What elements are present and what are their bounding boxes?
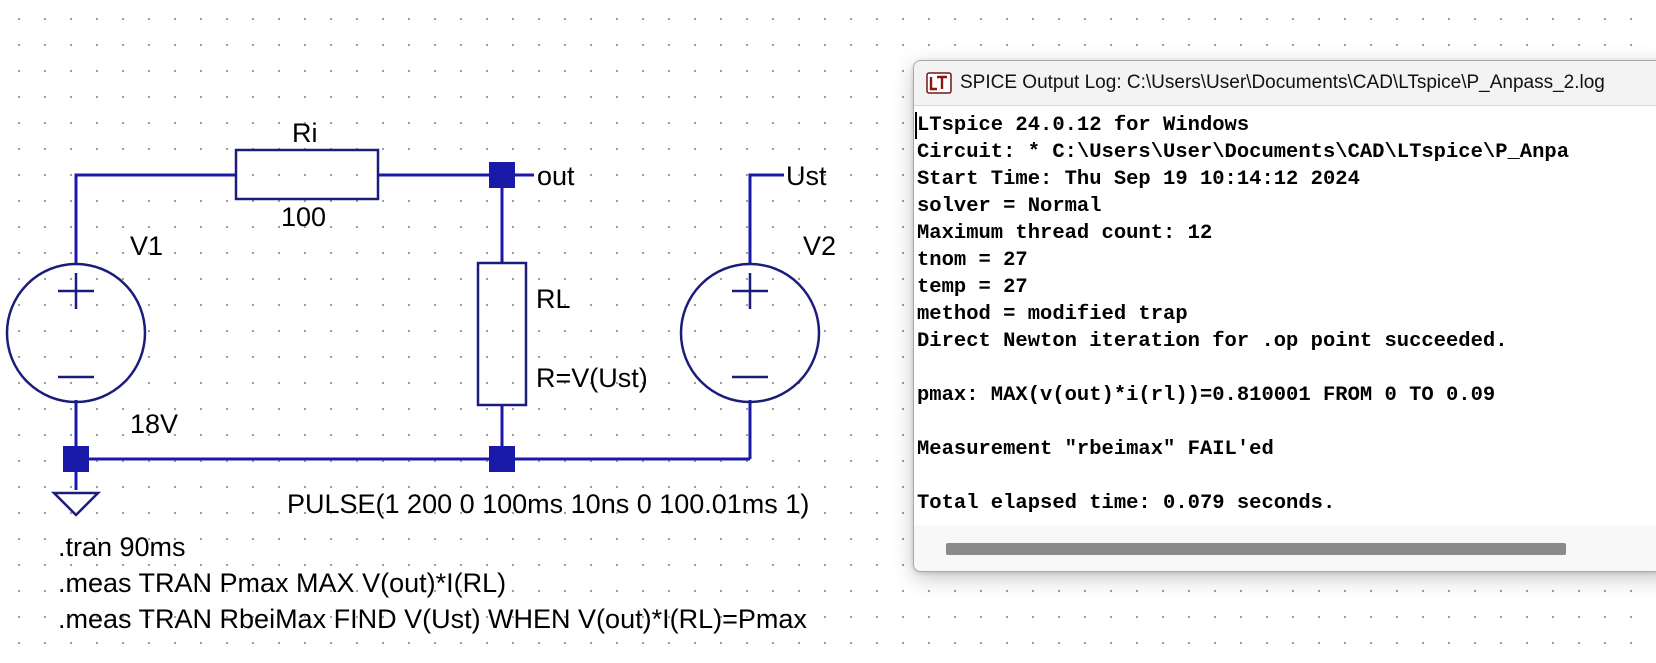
log-line[interactable]: tnom = 27 bbox=[917, 249, 1028, 272]
net-label-ust[interactable]: Ust bbox=[786, 161, 827, 191]
wire-v1-to-ri[interactable] bbox=[74, 173, 236, 264]
node-out[interactable] bbox=[489, 162, 515, 188]
net-label-out[interactable]: out bbox=[537, 161, 575, 191]
ltspice-app-icon bbox=[926, 72, 952, 94]
log-line[interactable]: Measurement "rbeimax" FAIL'ed bbox=[917, 438, 1274, 461]
ground-icon[interactable] bbox=[50, 491, 102, 517]
log-line[interactable]: temp = 27 bbox=[917, 276, 1028, 299]
log-line[interactable]: Start Time: Thu Sep 19 10:14:12 2024 bbox=[917, 168, 1360, 191]
log-line[interactable]: pmax: MAX(v(out)*i(rl))=0.810001 FROM 0 … bbox=[917, 384, 1496, 407]
log-line[interactable]: solver = Normal bbox=[917, 195, 1102, 218]
wires[interactable] bbox=[74, 173, 784, 490]
resistor-ri-name[interactable]: Ri bbox=[292, 118, 318, 148]
voltage-source-v2-name[interactable]: V2 bbox=[803, 231, 836, 261]
log-line[interactable] bbox=[917, 355, 1656, 382]
log-line[interactable]: Total elapsed time: 0.079 seconds. bbox=[917, 492, 1336, 515]
resistor-rl-body[interactable] bbox=[476, 261, 528, 407]
log-content[interactable]: LTspice 24.0.12 for Windows Circuit: * C… bbox=[914, 106, 1656, 517]
voltage-source-v2[interactable] bbox=[679, 262, 821, 404]
junctions bbox=[63, 162, 515, 472]
resistor-rl-name[interactable]: RL bbox=[536, 284, 571, 314]
log-line[interactable]: method = modified trap bbox=[917, 303, 1188, 326]
log-line[interactable]: LTspice 24.0.12 for Windows bbox=[915, 112, 1656, 139]
node-ground-mid[interactable] bbox=[489, 446, 515, 472]
resistor-rl-value[interactable]: R=V(Ust) bbox=[536, 363, 648, 393]
node-ground-left[interactable] bbox=[63, 446, 89, 472]
log-line[interactable]: Maximum thread count: 12 bbox=[917, 222, 1213, 245]
log-window-titlebar[interactable]: SPICE Output Log: C:\Users\User\Document… bbox=[914, 61, 1656, 106]
voltage-source-v1-body[interactable] bbox=[5, 262, 147, 404]
directive-meas-pmax[interactable]: .meas TRAN Pmax MAX V(out)*I(RL) bbox=[58, 568, 506, 598]
voltage-source-v2-value[interactable]: PULSE(1 200 0 100ms 10ns 0 100.01ms 1) bbox=[287, 489, 809, 519]
directive-meas-rbeimax[interactable]: .meas TRAN RbeiMax FIND V(Ust) WHEN V(ou… bbox=[58, 604, 807, 634]
resistor-ri-body[interactable] bbox=[234, 148, 380, 201]
wire-v2-to-ust[interactable] bbox=[748, 173, 784, 264]
directive-tran[interactable]: .tran 90ms bbox=[58, 532, 186, 562]
log-line[interactable] bbox=[917, 409, 1656, 436]
log-line[interactable]: Circuit: * C:\Users\User\Documents\CAD\L… bbox=[917, 141, 1570, 164]
spice-output-log-window[interactable]: SPICE Output Log: C:\Users\User\Document… bbox=[913, 60, 1656, 572]
voltage-source-v2-body[interactable] bbox=[679, 262, 821, 404]
log-line[interactable] bbox=[917, 463, 1656, 490]
voltage-source-v1-name[interactable]: V1 bbox=[130, 231, 163, 261]
resistor-ri-value[interactable]: 100 bbox=[281, 202, 326, 232]
scrollbar-thumb[interactable] bbox=[946, 543, 1566, 555]
voltage-source-v1[interactable] bbox=[5, 262, 147, 404]
voltage-source-v1-value[interactable]: 18V bbox=[130, 409, 178, 439]
log-window-title: SPICE Output Log: C:\Users\User\Document… bbox=[960, 72, 1605, 93]
horizontal-scrollbar[interactable] bbox=[914, 525, 1656, 571]
log-line[interactable]: Direct Newton iteration for .op point su… bbox=[917, 330, 1508, 353]
